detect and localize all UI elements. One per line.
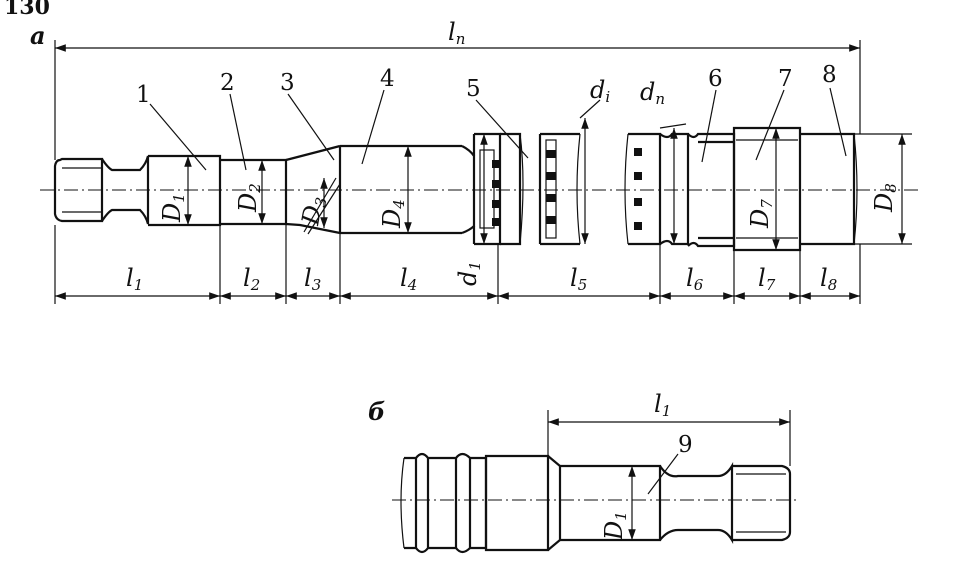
shank-head <box>53 157 104 223</box>
diameter-dimensions: D1 D2 D3 D4 D7 D8 d1 di dn <box>158 76 912 286</box>
length-label-2: l2 <box>243 264 260 294</box>
section-3-taper <box>285 144 341 235</box>
broach-view-a <box>40 126 920 252</box>
length-label-6: l6 <box>686 264 704 294</box>
length-label-1: l1 <box>126 264 143 294</box>
part-number-3: 3 <box>280 70 295 96</box>
view-a-label: а <box>30 21 46 50</box>
part-number-5: 5 <box>466 76 481 102</box>
part-number-9: 9 <box>678 432 693 458</box>
view-b-length-label: l1 <box>654 390 671 420</box>
tooth-label-d1: d1 <box>454 261 484 286</box>
section-7-body <box>732 126 802 252</box>
diameter-label-d8: D8 <box>870 183 900 213</box>
section-4-body <box>338 144 462 235</box>
part-number-8: 8 <box>822 62 837 88</box>
view-b-diameter-label: D1 <box>600 511 630 541</box>
length-label-4: l4 <box>400 264 417 294</box>
part-number-1: 1 <box>136 82 151 108</box>
length-label-8: l8 <box>820 264 837 294</box>
length-label-3: l3 <box>304 264 321 294</box>
view-b-neck-section <box>560 464 662 542</box>
diameter-label-d2: D2 <box>234 183 264 213</box>
total-length-label: lп <box>448 18 465 48</box>
part-number-4: 4 <box>380 66 395 92</box>
length-dimensions: l1 l2 l3 l4 l5 l6 l7 l8 <box>54 224 861 304</box>
part-number-7: 7 <box>778 66 793 92</box>
view-b-label: б <box>368 397 385 426</box>
diameter-label-d7: D7 <box>746 199 776 229</box>
figure-number: 130 <box>4 0 50 20</box>
shank-neck <box>101 155 150 225</box>
broach-view-b: l1 D1 9 <box>392 390 800 554</box>
part-number-2: 2 <box>220 70 235 96</box>
length-label-7: l7 <box>758 264 776 294</box>
part-number-6: 6 <box>708 66 723 92</box>
diameter-label-d3: D3 <box>296 194 331 229</box>
section-1-body <box>148 154 222 227</box>
section-6-teeth <box>628 132 662 246</box>
tooth-label-di: di <box>590 76 610 106</box>
part-callouts: 1 2 3 4 5 6 7 8 <box>136 62 847 171</box>
section-2-body <box>220 158 288 226</box>
section-8-body <box>800 132 856 246</box>
diameter-label-d4: D4 <box>378 199 408 229</box>
tooth-label-dn: dn <box>640 78 665 108</box>
length-label-5: l5 <box>570 264 587 294</box>
diameter-label-d1: D1 <box>158 193 188 223</box>
